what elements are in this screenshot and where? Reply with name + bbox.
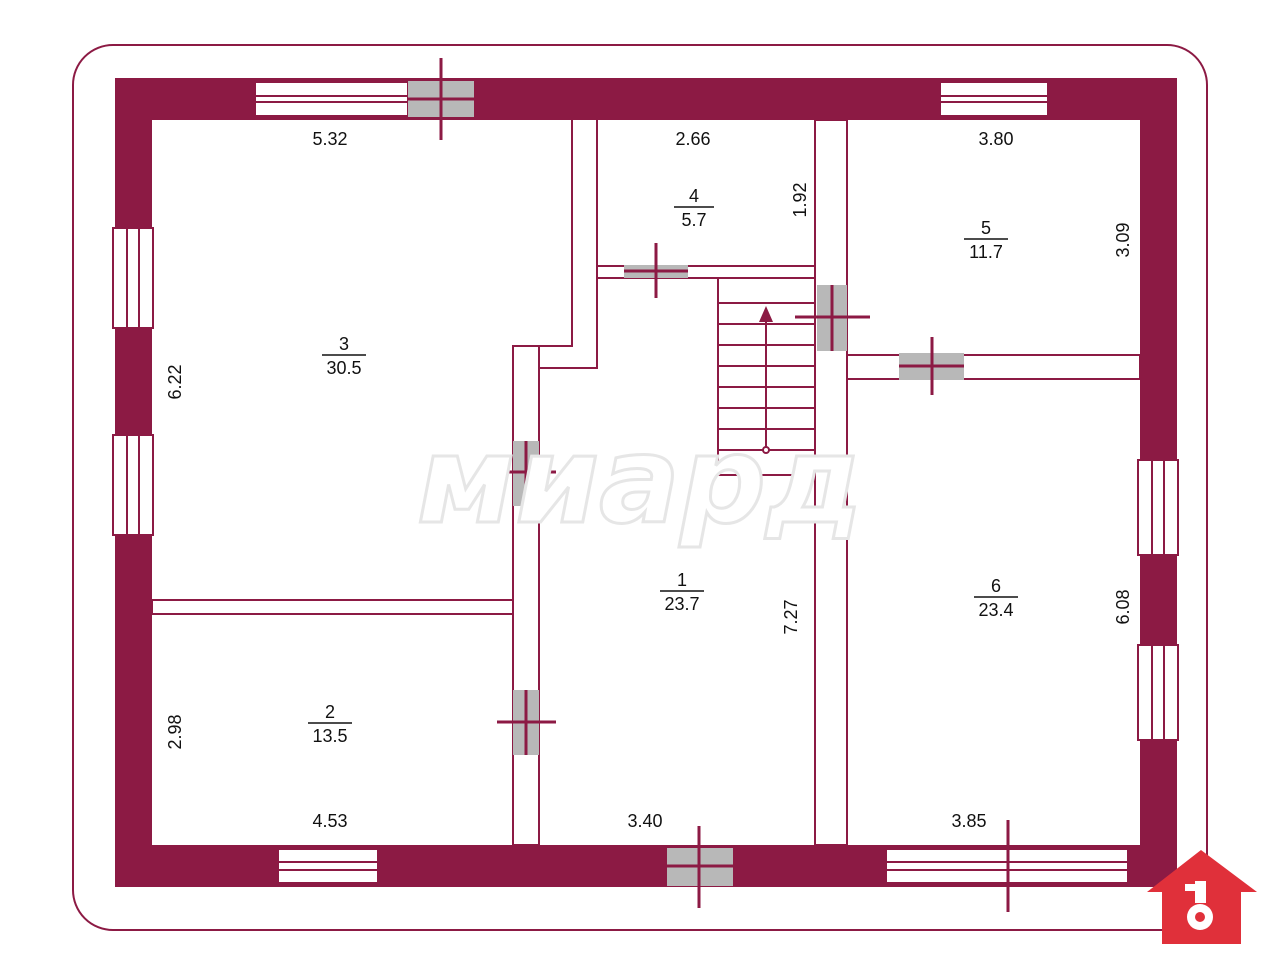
room-1-label: 1 23.7 xyxy=(660,570,704,614)
dim-room5-height: 3.09 xyxy=(1113,222,1133,257)
room-6-label: 6 23.4 xyxy=(974,576,1018,620)
room-labels: 3 30.5 4 5.7 5 11.7 1 23.7 6 23.4 2 13.5 xyxy=(308,186,1018,746)
dim-left-lower: 2.98 xyxy=(165,714,185,749)
dim-right-lower: 6.08 xyxy=(1113,589,1133,624)
dimension-labels: 5.32 2.66 3.80 6.22 2.98 1.92 3.09 7.27 … xyxy=(165,129,1133,831)
room-area: 23.7 xyxy=(664,594,699,614)
room-area: 5.7 xyxy=(681,210,706,230)
room-area: 13.5 xyxy=(312,726,347,746)
dim-hall-height: 7.27 xyxy=(781,599,801,634)
watermark-text: миард xyxy=(417,412,863,551)
room-5-label: 5 11.7 xyxy=(964,218,1008,262)
dim-top-right: 3.80 xyxy=(978,129,1013,149)
dim-left-upper: 6.22 xyxy=(165,364,185,399)
room-area: 30.5 xyxy=(326,358,361,378)
room-number: 3 xyxy=(339,334,349,354)
dim-top-mid: 2.66 xyxy=(675,129,710,149)
staircase xyxy=(717,277,816,476)
door-markers xyxy=(408,58,1010,912)
room-number: 6 xyxy=(991,576,1001,596)
room-area: 11.7 xyxy=(969,242,1003,262)
room-3-label: 3 30.5 xyxy=(322,334,366,378)
dim-top-left: 5.32 xyxy=(312,129,347,149)
room-area: 23.4 xyxy=(978,600,1013,620)
room-number: 5 xyxy=(981,218,991,238)
dim-bottom-left: 4.53 xyxy=(312,811,347,831)
room-number: 1 xyxy=(677,570,687,590)
room-number: 4 xyxy=(689,186,699,206)
room-4-label: 4 5.7 xyxy=(674,186,714,230)
dim-bottom-mid: 3.40 xyxy=(627,811,662,831)
room-number: 2 xyxy=(325,702,335,722)
interior-partitions xyxy=(151,119,1141,846)
house-key-icon xyxy=(1147,850,1257,944)
plot-outline xyxy=(72,44,1208,931)
dim-bottom-right: 3.85 xyxy=(951,811,986,831)
room-2-label: 2 13.5 xyxy=(308,702,352,746)
dim-room4-height: 1.92 xyxy=(790,182,810,217)
